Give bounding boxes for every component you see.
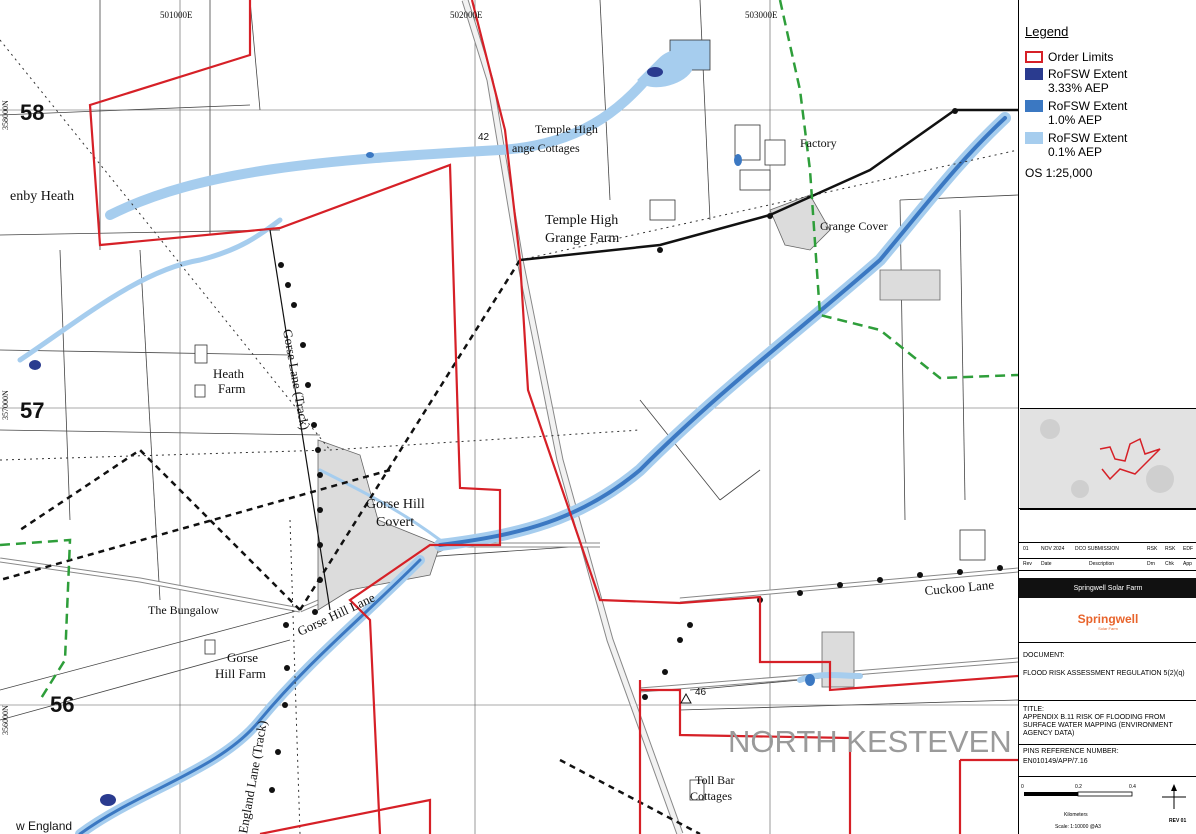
rev-header: Rev: [1023, 561, 1032, 567]
rev-checked: RSK: [1165, 546, 1176, 552]
place-8: Farm: [218, 381, 245, 396]
easting-501000: 501000E: [160, 10, 193, 20]
district-boundary: [0, 0, 1018, 701]
os-scale: OS 1:25,000: [1025, 166, 1093, 180]
place-2: ange Cottages: [512, 141, 580, 155]
order-limits-swatch: [1025, 51, 1043, 63]
place-7: Heath: [213, 366, 245, 381]
triangulation-icon: [680, 692, 692, 704]
spot-height-46: 46: [695, 687, 707, 698]
springwell-logo: Springwell Solar Farm: [1019, 600, 1196, 643]
map-labels: 501000E 502000E 503000E 358000N 357000N …: [1, 10, 1012, 834]
legend-panel: Legend Order Limits RoFSW Extent 3.33% A…: [1018, 0, 1196, 834]
legend-item-rofsw-333: RoFSW Extent 3.33% AEP: [1025, 67, 1135, 95]
logo-subtitle: Solar Farm: [1098, 625, 1118, 631]
legend-item-order-limits: Order Limits: [1025, 50, 1113, 64]
rev-drawn: RSK: [1147, 546, 1158, 552]
scale-ratio: Scale: 1:10000 @A3: [1055, 824, 1101, 830]
flood-extents: [17, 49, 1011, 834]
legend-title: Legend: [1025, 24, 1069, 39]
place-15: Hill Farm: [215, 666, 266, 681]
spot-height-42: 42: [478, 132, 490, 143]
place-1: Temple High: [535, 122, 598, 136]
map-canvas: 501000E 502000E 503000E 358000N 357000N …: [0, 0, 1018, 834]
rev-header: Chk: [1165, 561, 1174, 567]
place-4: Temple High: [545, 213, 618, 228]
place-14: Gorse: [227, 650, 258, 665]
place-18: Cuckoo Lane: [924, 577, 995, 598]
north-arrow-icon: [1162, 784, 1186, 809]
dashed-boundaries: [0, 259, 701, 834]
title-value: APPENDIX B.11 RISK OF FLOODING FROM SURF…: [1023, 714, 1173, 737]
easting-502000: 502000E: [450, 10, 483, 20]
place-11: Covert: [376, 515, 414, 530]
district-label: NORTH KESTEVEN: [728, 724, 1012, 759]
scale-tick: 0.2: [1075, 784, 1082, 790]
legend-label: Order Limits: [1048, 50, 1114, 64]
grid-square-56: 56: [50, 692, 74, 717]
track-dots: [269, 108, 1003, 793]
northing-357000: 357000N: [1, 390, 10, 420]
scale-tick: 0.4: [1129, 784, 1136, 790]
rev-header: Description: [1089, 561, 1115, 567]
location-inset-map: [1020, 408, 1196, 510]
rev-header: Drn: [1147, 561, 1156, 567]
grid-square-58: 58: [20, 100, 44, 125]
place-20: Cottages: [690, 789, 732, 803]
place-0: enby Heath: [10, 189, 74, 204]
rev-approved: EDF: [1183, 546, 1193, 552]
flood-light-swatch: [1025, 132, 1043, 144]
rev-date: NOV 2024: [1041, 546, 1065, 552]
place-5: Grange Farm: [545, 231, 619, 246]
revision-table: 01 NOV 2024 DCO SUBMISSION RSK RSK EDF R…: [1019, 508, 1196, 572]
project-banner: Springwell Solar Farm: [1019, 578, 1196, 598]
flood-dark-swatch: [1025, 68, 1043, 80]
easting-503000: 503000E: [745, 10, 778, 20]
place-17: w England: [15, 819, 72, 833]
legend-label: RoFSW Extent 0.1% AEP: [1048, 131, 1128, 159]
grid-lines: [0, 0, 1018, 834]
flood-mid-swatch: [1025, 100, 1043, 112]
place-10: Gorse Hill: [366, 497, 425, 512]
logo-wordmark: Springwell: [1077, 611, 1139, 626]
pins-value: EN010149/APP/7.16: [1023, 758, 1088, 765]
legend-item-rofsw-01: RoFSW Extent 0.1% AEP: [1025, 131, 1135, 159]
rev-header: Date: [1041, 561, 1052, 567]
place-19: Toll Bar: [695, 773, 735, 787]
northing-358000: 358000N: [1, 100, 10, 130]
title-label: TITLE:: [1023, 706, 1045, 713]
rev-label: REV 01: [1169, 818, 1187, 824]
place-6: Grange Cover: [820, 219, 888, 233]
document-value: FLOOD RISK ASSESSMENT REGULATION 5(2)(q): [1023, 670, 1185, 677]
grid-square-57: 57: [20, 398, 44, 423]
scale-tick: 0: [1021, 784, 1024, 790]
northing-356000: 356000N: [1, 705, 10, 735]
dotted-paths: [0, 39, 1018, 834]
order-limits: [88, 0, 1018, 834]
scale-unit: Kilometers: [1064, 812, 1088, 818]
rev-header: App: [1183, 561, 1192, 567]
field-boundaries: [0, 0, 1018, 721]
legend-label: RoFSW Extent 3.33% AEP: [1048, 67, 1128, 95]
legend-label: RoFSW Extent 1.0% AEP: [1048, 99, 1128, 127]
place-12: The Bungalow: [148, 603, 219, 617]
place-3: Factory: [800, 136, 837, 150]
legend-item-rofsw-10: RoFSW Extent 1.0% AEP: [1025, 99, 1135, 127]
rev-description: DCO SUBMISSION: [1075, 546, 1119, 552]
document-label: DOCUMENT:: [1023, 652, 1065, 659]
rev-number: 01: [1023, 546, 1029, 552]
pins-label: PINS REFERENCE NUMBER:: [1023, 748, 1119, 755]
scale-bar: [1024, 791, 1133, 797]
